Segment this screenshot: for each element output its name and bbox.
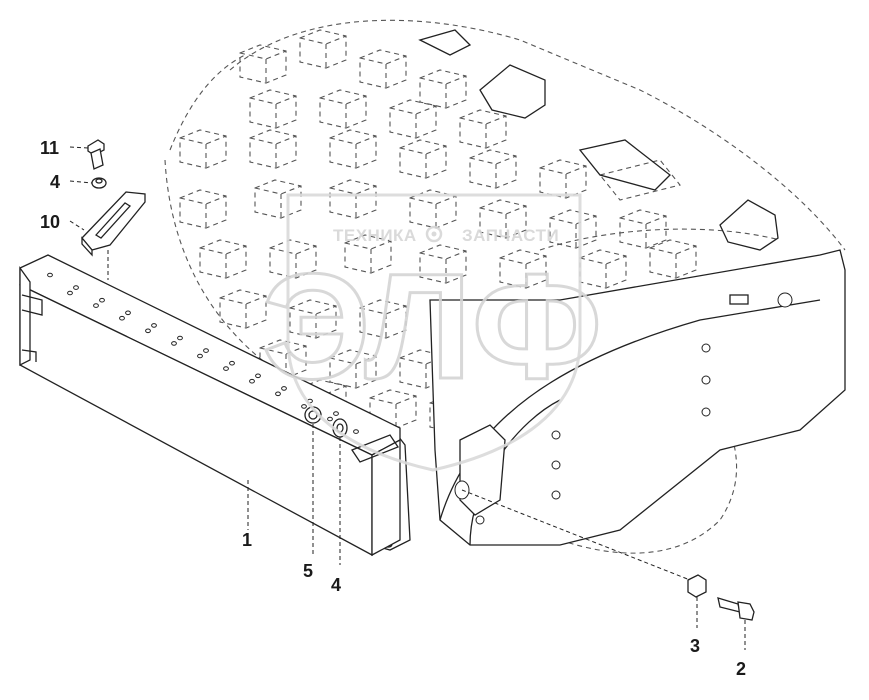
frame-side-plate [429, 249, 846, 546]
callout-1: 1 [242, 530, 252, 550]
drum-pad [179, 189, 227, 229]
leader-lines [69, 146, 746, 650]
bar-hole [171, 341, 177, 346]
drum-pad [359, 299, 407, 339]
bar-hole [249, 378, 255, 384]
bar-hole [229, 360, 235, 366]
bar-hole [73, 285, 79, 290]
drum-pad [199, 239, 247, 279]
drum-pad [459, 109, 507, 149]
drum-pad [299, 29, 347, 69]
bolt-part-2 [717, 597, 755, 621]
bar-hole [47, 272, 53, 278]
drum-pad [499, 249, 547, 289]
bar-hole [281, 386, 287, 391]
bar-hole [327, 416, 333, 422]
callout-4-bottom: 4 [331, 575, 341, 595]
gear-icon [425, 225, 443, 243]
scraper-bar-holes [47, 272, 359, 434]
bar-hole [333, 411, 339, 416]
drum-pad [409, 189, 457, 229]
drum-pad [419, 69, 467, 109]
drum-outline [164, 19, 846, 554]
scraper-blade-part-10 [81, 191, 146, 257]
callout-10: 10 [40, 212, 60, 232]
nut-part-5 [304, 406, 322, 424]
callout-11: 11 [40, 138, 59, 158]
bar-hole [255, 373, 261, 379]
frame-brackets [418, 29, 779, 251]
drum-pad [539, 159, 587, 199]
watermark-logo: ЭЛФ [262, 242, 602, 410]
bolt-part-11 [87, 139, 105, 170]
callout-4-top: 4 [50, 172, 60, 192]
washer-part-4-top [91, 177, 107, 189]
bar-hole [99, 297, 105, 303]
drum-pad [254, 179, 302, 219]
drum-pad [219, 289, 267, 329]
drum-pad [249, 129, 297, 169]
drum-pad [359, 49, 407, 89]
callout-5: 5 [303, 561, 313, 581]
drum-pad [549, 209, 597, 249]
drum-pad [389, 99, 437, 139]
drum-pad [239, 44, 287, 84]
drum-pad [649, 239, 697, 279]
watermark-line1-right: ЗАПЧАСТИ [462, 226, 559, 245]
drum-pad [469, 149, 517, 189]
drum-pad [619, 209, 667, 249]
bar-hole [223, 366, 229, 371]
bar-hole [67, 290, 73, 296]
watermark-line1-left: ТЕХНИКА [333, 226, 417, 245]
bar-hole [203, 348, 209, 353]
bar-hole [301, 404, 307, 409]
drum-pad [289, 299, 337, 339]
bar-hole [151, 323, 157, 328]
drum-pad [329, 179, 377, 219]
bar-hole [125, 310, 131, 316]
drum-pad [249, 89, 297, 129]
nut-part-3 [687, 574, 707, 598]
bar-hole [93, 303, 99, 308]
drum-pad [479, 199, 527, 239]
drum-pad [419, 244, 467, 284]
drum-pad [179, 129, 227, 169]
drum-pad [344, 234, 392, 274]
bar-hole [119, 315, 125, 321]
drum-pad [329, 129, 377, 169]
bar-hole [275, 391, 281, 397]
bar-hole [145, 328, 151, 334]
drum-pad [399, 139, 447, 179]
callout-labels: 11 4 10 1 5 4 3 2 [40, 138, 746, 679]
bar-hole [353, 429, 359, 434]
drum-pads [179, 29, 697, 434]
drum-pad [319, 89, 367, 129]
watermark: ТЕХНИКА ЗАПЧАСТИ ЭЛФ [261, 193, 604, 472]
bar-hole [177, 335, 183, 341]
drum-pad [269, 239, 317, 279]
bar-hole [197, 353, 203, 359]
callout-3: 3 [690, 636, 700, 656]
callout-2: 2 [736, 659, 746, 679]
